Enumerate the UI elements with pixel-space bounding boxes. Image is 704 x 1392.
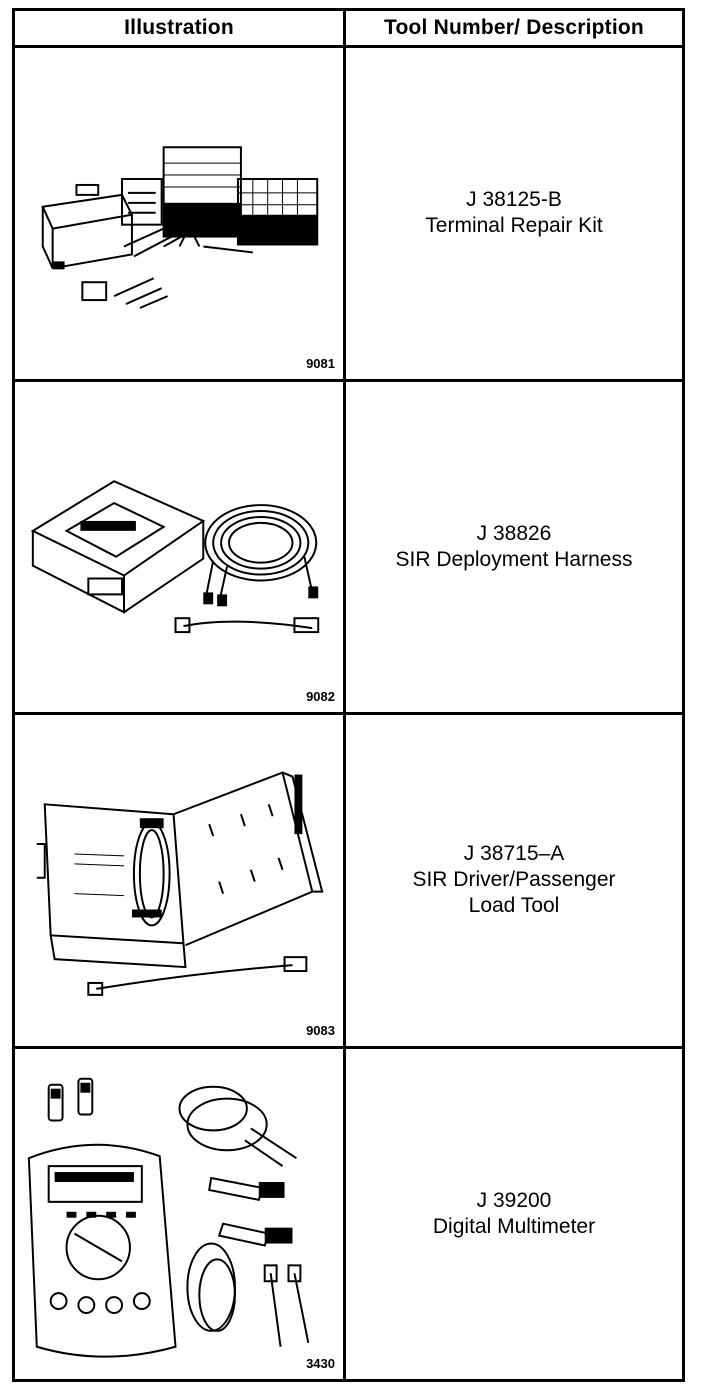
- table-row: 3430 J 39200 Digital Multimeter: [12, 1045, 685, 1382]
- digital-multimeter-illustration: [27, 1077, 310, 1358]
- tool-number: J 38715–A: [463, 842, 565, 866]
- header-row: Illustration Tool Number/ Description: [12, 7, 685, 49]
- illustration-cell: 3430: [12, 1045, 346, 1382]
- description-cell: J 38715–A SIR Driver/Passenger Load Tool: [343, 712, 685, 1049]
- tool-description-line: SIR Driver/Passenger: [412, 868, 616, 892]
- header-tool-description: Tool Number/ Description: [343, 7, 685, 49]
- figure-number: 9082: [306, 689, 335, 705]
- tools-table: Illustration Tool Number/ Description: [12, 7, 685, 1382]
- figure-number: 9083: [306, 1022, 335, 1038]
- tool-description-line: SIR Deployment Harness: [395, 547, 633, 571]
- figure-number: 9081: [306, 355, 335, 371]
- description-cell: J 38125-B Terminal Repair Kit: [343, 45, 685, 382]
- terminal-repair-kit-illustration: [41, 146, 319, 309]
- tool-description-line: Digital Multimeter: [432, 1214, 596, 1238]
- illustration-cell: 9081: [12, 45, 346, 382]
- header-illustration: Illustration: [12, 7, 346, 49]
- description-cell: J 39200 Digital Multimeter: [343, 1045, 685, 1382]
- table-row: 9083 J 38715–A SIR Driver/Passenger Load…: [12, 712, 685, 1049]
- illustration-cell: 9082: [12, 378, 346, 716]
- tool-number: J 39200: [476, 1188, 552, 1212]
- description-cell: J 38826 SIR Deployment Harness: [343, 378, 685, 716]
- illustration-cell: 9083: [12, 712, 346, 1049]
- tool-number: J 38826: [476, 521, 552, 545]
- tool-description-line: Load Tool: [468, 894, 560, 918]
- tool-number: J 38125-B: [466, 188, 562, 212]
- deployment-harness-illustration: [30, 479, 320, 633]
- table-row: 9082 J 38826 SIR Deployment Harness: [12, 378, 685, 716]
- figure-number: 3430: [306, 1356, 335, 1371]
- table-row: 9081 J 38125-B Terminal Repair Kit: [12, 45, 685, 382]
- tool-description-line: Terminal Repair Kit: [425, 214, 603, 238]
- load-tool-illustration: [36, 771, 324, 996]
